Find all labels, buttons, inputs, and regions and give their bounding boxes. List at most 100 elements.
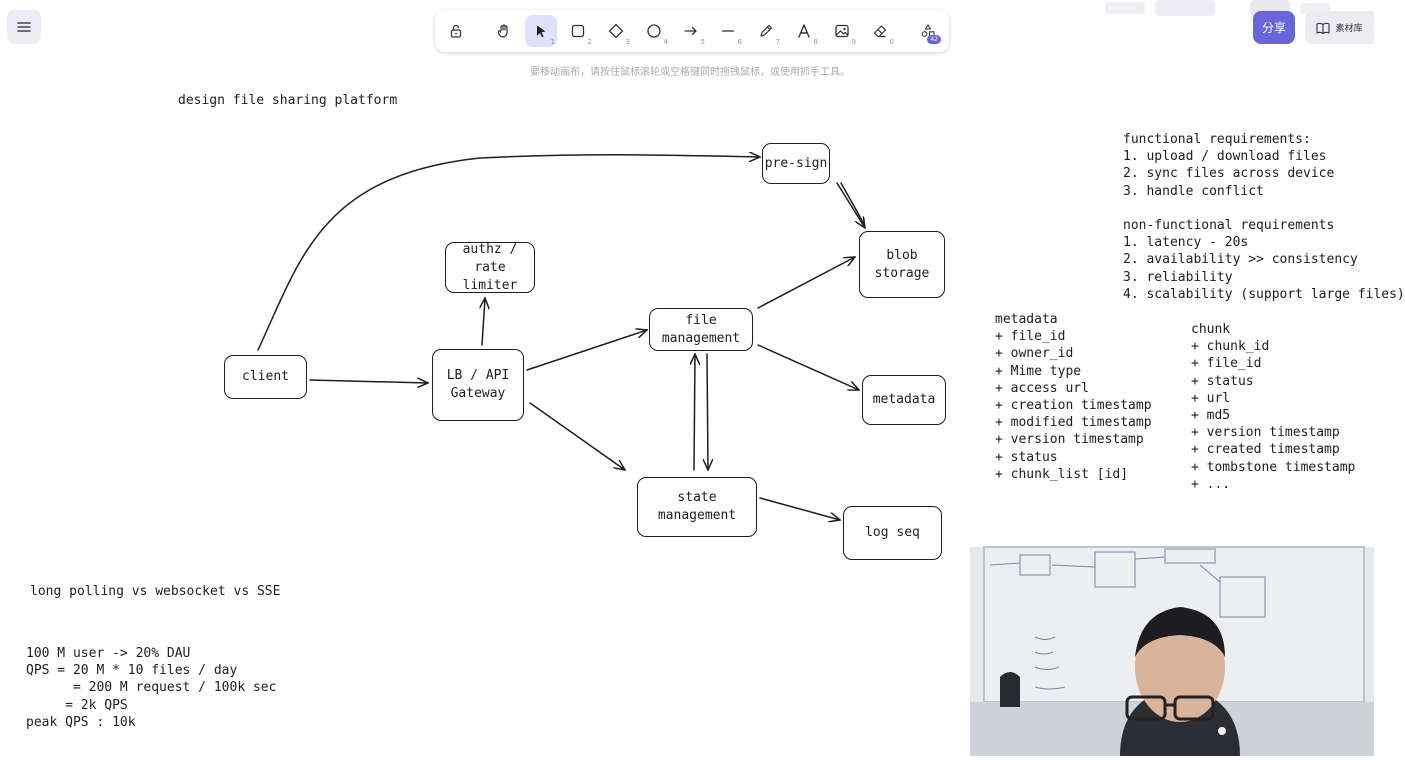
library-button[interactable]: 素材库 [1305, 11, 1374, 44]
lock-tool[interactable] [440, 15, 472, 47]
qps-estimate[interactable]: 100 M user -> 20% DAU QPS = 20 M * 10 fil… [26, 645, 276, 731]
book-icon [1316, 22, 1331, 34]
diagram-connectors [257, 0, 1374, 756]
rectangle-tool[interactable]: 2 [562, 15, 594, 47]
node-file-management[interactable]: file management [649, 308, 753, 351]
qps-line: = 2k QPS [26, 697, 128, 713]
library-tool[interactable]: 42 [912, 15, 944, 47]
nonfunctional-item: 2. availability >> consistency [1123, 252, 1358, 268]
eraser-icon [873, 25, 887, 38]
chunk-field: + md5 [1191, 408, 1231, 424]
arrow-client-to-presign [257, 155, 760, 351]
arrow-file-management-to-blob [757, 257, 855, 309]
hand-icon [497, 24, 508, 38]
metadata-schema-title: metadata [995, 312, 1058, 327]
share-button-label: 分享 [1261, 21, 1286, 35]
hand-tool[interactable] [488, 15, 520, 47]
diagram-title[interactable]: design file sharing platform [178, 93, 398, 108]
arrow-state-to-logseq [759, 497, 840, 520]
hamburger-icon [17, 22, 31, 32]
chunk-field: + file_id [1191, 356, 1262, 372]
node-client[interactable]: client [224, 355, 307, 399]
qps-line: peak QPS : 10k [26, 714, 136, 730]
node-metadata[interactable]: metadata [862, 375, 946, 425]
metadata-field: + chunk_list [id] [995, 466, 1129, 482]
pencil-icon [760, 24, 773, 37]
node-pre-sign[interactable]: pre-sign [762, 143, 830, 184]
functional-title: functional requirements: [1123, 132, 1311, 147]
chunk-field: + status [1191, 373, 1254, 389]
arrow-file-management-to-state [707, 353, 708, 470]
rectangle-icon [571, 24, 585, 38]
canvas-pan-hint: 要移动画布，请按住鼠标滚轮或空格键同时拖拽鼠标，或使用抓手工具。 [530, 67, 850, 78]
image-tool[interactable]: 9 [826, 15, 858, 47]
functional-requirements[interactable]: functional requirements: 1. upload / down… [1123, 131, 1334, 200]
chunk-field: + url [1191, 390, 1231, 406]
nonfunctional-title: non-functional requirements [1123, 218, 1335, 233]
arrow-state-to-file-management [694, 354, 695, 471]
arrow-gateway-to-state-management [529, 402, 625, 470]
text-icon [798, 24, 810, 38]
arrow-gateway-to-authz [482, 298, 485, 346]
pointer-icon [537, 25, 546, 38]
draw-tool[interactable]: 7 [750, 15, 782, 47]
node-lb-api-gateway[interactable]: LB / API Gateway [432, 349, 524, 421]
chunk-field: + ... [1191, 476, 1231, 492]
functional-item: 1. upload / download files [1123, 149, 1327, 165]
chunk-field: + tombstone timestamp [1191, 459, 1356, 475]
polling-note[interactable]: long polling vs websocket vs SSE [30, 584, 281, 599]
diamond-tool[interactable]: 3 [600, 15, 632, 47]
qps-line: = 200 M request / 100k sec [26, 680, 277, 696]
webcam-video [970, 546, 1374, 756]
arrow-tool[interactable]: 5 [675, 15, 707, 47]
lock-icon [450, 24, 462, 38]
chunk-schema[interactable]: chunk + chunk_id+ file_id+ status+ url + m… [1191, 321, 1355, 493]
node-authz-rate-limiter[interactable]: authz / rate limiter [445, 242, 535, 293]
metadata-field: + access url [995, 380, 1089, 396]
metadata-field: + Mime type [995, 363, 1082, 379]
metadata-field: + owner_id [995, 346, 1074, 362]
metadata-field: + version timestamp [995, 432, 1144, 448]
arrow-file-management-to-metadata [757, 344, 859, 390]
chunk-field: + chunk_id [1191, 339, 1270, 355]
text-tool[interactable]: 8 [788, 15, 820, 47]
node-blob-storage[interactable]: blob storage [859, 231, 945, 298]
node-state-management[interactable]: state management [637, 477, 757, 537]
selection-tool[interactable]: 1 [525, 15, 557, 47]
functional-item: 3. handle conflict [1123, 183, 1264, 199]
toolbar: 1 2 3 4 5 6 7 8 9 0 42 [435, 10, 949, 52]
line-icon [721, 30, 735, 32]
nonfunctional-item: 3. reliability [1123, 269, 1233, 285]
share-button[interactable]: 分享 [1253, 11, 1295, 44]
line-tool[interactable]: 6 [712, 15, 744, 47]
qps-line: 100 M user -> 20% DAU [26, 646, 191, 661]
arrow-right-icon [684, 26, 697, 36]
diamond-icon [608, 23, 624, 39]
eraser-tool[interactable]: 0 [864, 15, 896, 47]
metadata-field: + modified timestamp [995, 415, 1152, 431]
arrow-client-to-gateway [309, 380, 428, 383]
chunk-field: + created timestamp [1191, 442, 1340, 458]
circle-icon [647, 24, 661, 38]
metadata-field: + creation timestamp [995, 398, 1152, 414]
node-log-seq[interactable]: log seq [843, 506, 942, 560]
chunk-schema-title: chunk [1191, 322, 1231, 337]
main-menu-button[interactable] [7, 10, 41, 44]
nonfunctional-item: 4. scalability (support large files) [1123, 286, 1405, 302]
metadata-schema[interactable]: metadata+ file_id+ owner_id+ Mime type+ … [995, 311, 1152, 483]
ellipse-tool[interactable]: 4 [638, 15, 670, 47]
nonfunctional-item: 1. latency - 20s [1123, 235, 1249, 251]
chunk-field: + version timestamp [1191, 425, 1340, 441]
library-count-badge: 42 [927, 35, 941, 44]
arrow-presign-to-blob-2 [840, 182, 865, 225]
library-button-label: 素材库 [1335, 24, 1363, 34]
arrow-presign-to-blob [836, 182, 865, 228]
arrow-gateway-to-file-management [526, 330, 647, 371]
image-icon [835, 24, 849, 38]
nonfunctional-requirements[interactable]: non-functional requirements 1. latency - … [1123, 217, 1405, 303]
metadata-field: + status [995, 449, 1058, 465]
webcam-scene [970, 546, 1374, 756]
functional-item: 2. sync files across device [1123, 166, 1335, 182]
metadata-field: + file_id [995, 329, 1066, 345]
qps-line: QPS = 20 M * 10 files / day [26, 663, 238, 679]
